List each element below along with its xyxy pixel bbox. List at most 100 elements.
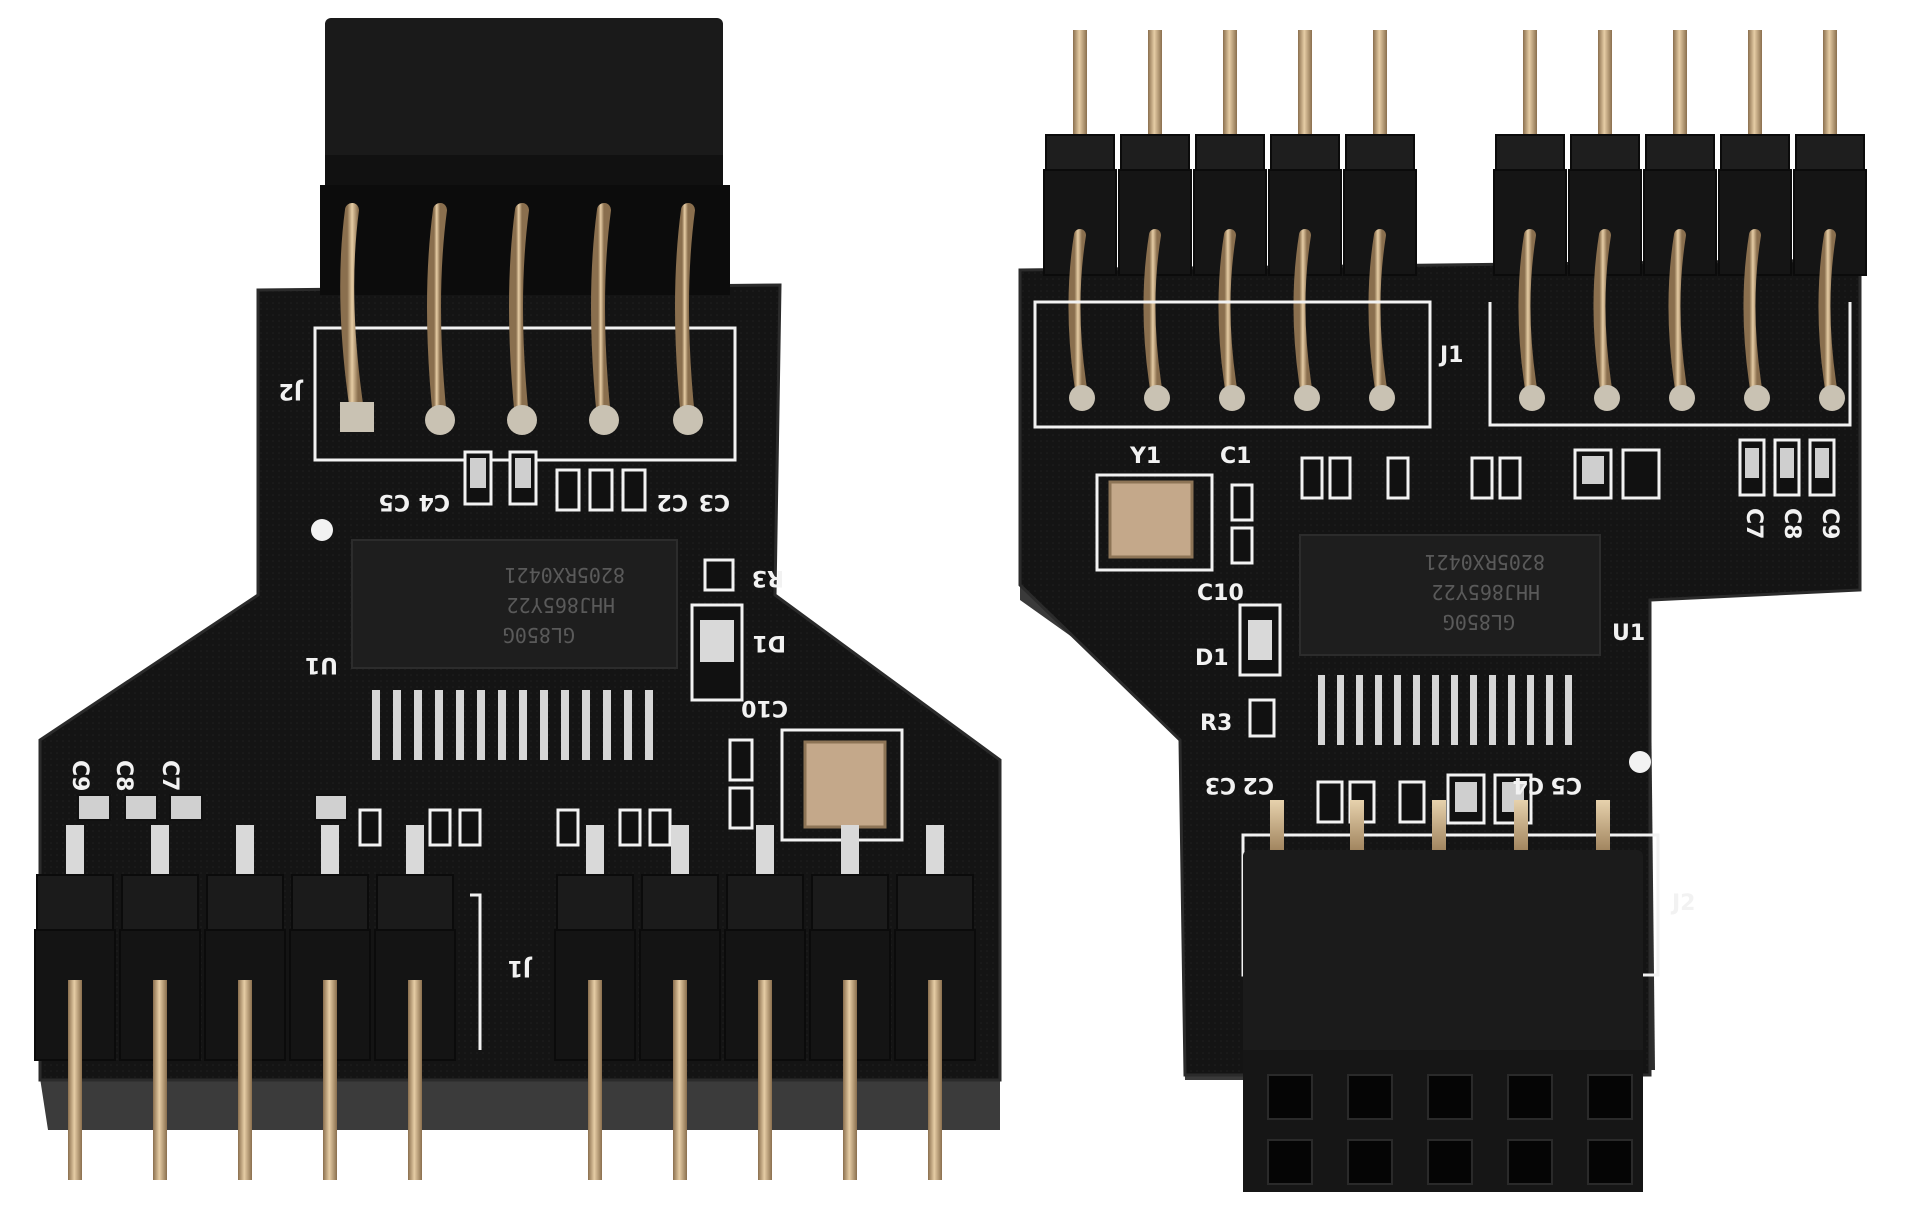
chip-leg [540,690,548,760]
header-pin-bend [1293,229,1313,401]
right-label-c3: C3 [1205,772,1236,797]
header-pin-bend [1518,229,1538,401]
chip-leg [1394,675,1401,745]
solder-pad [1294,385,1320,411]
header-plastic [1120,134,1190,176]
left-u1-legs [372,690,653,760]
chip-leg [582,690,590,760]
header-pin-top [151,825,169,885]
header-pin-bend [1668,229,1688,401]
header-pin-top [586,825,604,885]
right-label-j2: J2 [1670,891,1696,916]
header-pin-top [926,825,944,885]
right-label-c10: C10 [1197,581,1244,606]
socket-hole [1347,1139,1393,1185]
socket-hole [1427,1139,1473,1185]
right-label-c5: C5 [1551,772,1582,797]
header-plastic [811,874,889,936]
chip-leg [414,690,422,760]
solder-pad [1819,385,1845,411]
left-j2-housing [325,18,723,188]
right-chip-line-1: GL850G [1443,610,1515,634]
header-pin-bend [1818,229,1838,401]
header-pin [1298,30,1312,140]
right-label-c2: C2 [1243,772,1274,797]
header-plastic [556,874,634,936]
header-pin [758,980,772,1180]
right-j2-pins [1270,800,1610,855]
chip-leg [1413,675,1420,745]
right-label-d1: D1 [1195,646,1229,671]
left-label-c9: C9 [67,760,92,791]
right-label-r3: R3 [1200,711,1232,736]
header-pin-bend [1068,229,1088,401]
right-label-c7: C7 [1741,508,1766,539]
header-plastic [206,874,284,936]
left-caps-top [463,450,647,512]
header-pin-top [236,825,254,885]
left-j1-headers [34,825,976,1180]
socket-hole [1507,1074,1553,1120]
header-pin [68,980,82,1180]
left-caps-lower [77,794,672,847]
chip-leg [1508,675,1515,745]
chip-leg [624,690,632,760]
chip-leg [561,690,569,760]
header-plastic [1195,134,1265,176]
header-plastic [1495,134,1565,176]
left-label-c7: C7 [157,760,182,791]
left-label-r3: R3 [752,565,784,590]
header-plastic [1493,169,1567,276]
header-pin [928,980,942,1180]
chip-leg [1356,675,1363,745]
header-pin [1748,30,1762,140]
left-label-d1: D1 [752,630,786,655]
socket-hole [1347,1074,1393,1120]
header-plastic [36,874,114,936]
chip-leg [1470,675,1477,745]
left-label-c10: C10 [741,695,788,720]
chip-leg [645,690,653,760]
chip-leg [372,690,380,760]
right-label-j1: J1 [1438,343,1464,368]
chip-leg [603,690,611,760]
solder-pad [1144,385,1170,411]
header-pin [1598,30,1612,140]
header-pin [408,980,422,1180]
header-pin-top [406,825,424,885]
left-chip-line-2: HHJ865Y22 [507,593,615,617]
header-pin-top [671,825,689,885]
solder-pad [1519,385,1545,411]
chip-leg [1527,675,1534,745]
right-u1-legs [1318,675,1572,745]
header-pin [153,980,167,1180]
chip-leg [519,690,527,760]
solder-pad [1219,385,1245,411]
right-j1-headers [1043,30,1867,411]
header-pin-bend [1743,229,1763,401]
right-crystal-outline [1095,473,1214,572]
right-label-y1: Y1 [1129,444,1161,469]
right-u1-chip [1299,534,1601,656]
solder-pad [1594,385,1620,411]
left-label-u1: U1 [305,652,338,677]
header-pin [1523,30,1537,140]
left-label-c8: C8 [111,760,136,791]
chip-leg [1318,675,1325,745]
left-u1-chip [351,539,678,669]
solder-pad [1069,385,1095,411]
right-label-c1: C1 [1220,444,1251,469]
header-plastic [121,874,199,936]
header-pin-top [321,825,339,885]
chip-leg [1565,675,1572,745]
right-j2-socket-holes [1267,1074,1633,1185]
solder-pad [1669,385,1695,411]
solder-pad [1744,385,1770,411]
chip-leg [1375,675,1382,745]
header-plastic [1345,134,1415,176]
header-plastic [726,874,804,936]
header-pin [1823,30,1837,140]
chip-leg [498,690,506,760]
chip-leg [1546,675,1553,745]
right-board: J1 Y1 C1 C10 C7 C8 C9 [1018,30,1867,1192]
